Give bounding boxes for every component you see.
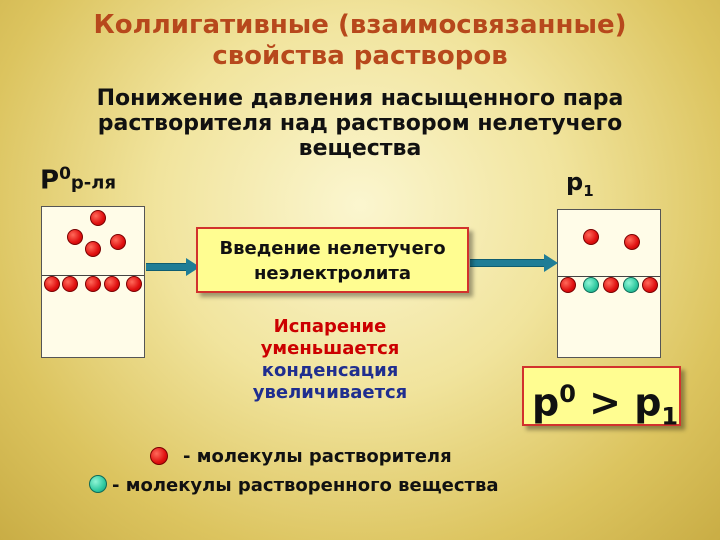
subtitle-line-2: растворителя над раствором нелетучего [97,111,623,136]
liquid-surface-line [42,275,144,276]
solution-pressure-label: p1 [566,168,594,200]
solute-molecule [583,277,599,293]
solvent-molecule [62,276,78,292]
solvent-molecule [85,276,101,292]
title-line-2: свойства растворов [212,41,508,71]
solution-vessel [557,209,661,358]
solvent-molecule [642,277,658,293]
liquid-surface-line [558,276,660,277]
legend-solute-label: - молекулы растворенного вещества [112,475,499,496]
vapor-molecule [90,210,106,226]
box-line-1: Введение нелетучего [219,238,446,259]
subtitle-line-3: вещества [298,136,422,161]
right-arrow [470,259,546,267]
pure-solvent-vessel [41,206,145,358]
nonvolatile-solute-box: Введение нелетучего неэлектролита [196,227,469,293]
evaporation-line-2: уменьшается [260,338,400,359]
solvent-molecule [560,277,576,293]
solvent-molecule [126,276,142,292]
legend-solute-icon [89,475,107,493]
page-title: Коллигативные (взаимосвязанные) свойства… [0,10,720,72]
vapor-molecule [110,234,126,250]
vapor-molecule [624,234,640,250]
box-line-2: неэлектролита [254,263,411,284]
solvent-molecule [44,276,60,292]
subtitle-line-1: Понижение давления насыщенного пара [96,86,624,111]
right-arrow-head [544,254,558,272]
evaporation-note: Испарение уменьшается конденсация увелич… [230,316,430,404]
evaporation-line-1: Испарение [273,316,387,337]
subtitle: Понижение давления насыщенного пара раст… [40,86,680,161]
vapor-molecule [583,229,599,245]
title-line-1: Коллигативные (взаимосвязанные) [93,10,627,40]
solvent-molecule [104,276,120,292]
pure-solvent-pressure-label: P0р-ля [40,164,117,196]
vapor-molecule [85,241,101,257]
pressure-comparison-box: p0 > p1 [522,366,681,430]
legend-solvent-label: - молекулы растворителя [183,446,452,467]
solute-molecule [623,277,639,293]
vapor-molecule [67,229,83,245]
evaporation-line-3: конденсация [261,360,399,381]
evaporation-line-4: увеличивается [252,382,408,403]
left-arrow [146,263,188,271]
solvent-molecule [603,277,619,293]
legend-solvent-icon [150,447,168,465]
